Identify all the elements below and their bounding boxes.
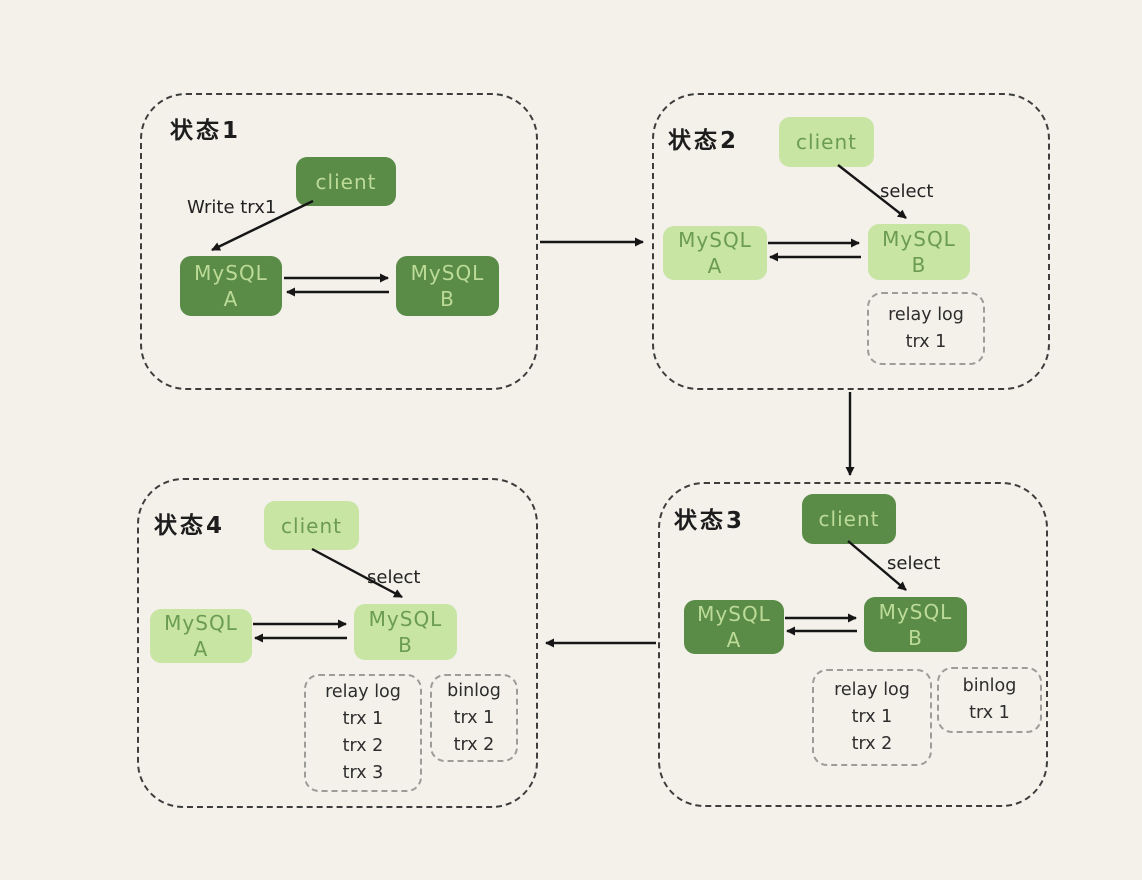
log-title: binlog	[447, 680, 501, 701]
mysql-a-line1: MySQL	[678, 228, 752, 252]
state3-mysql-a-node: MySQL A	[684, 600, 784, 654]
log-entry: trx 1	[453, 707, 495, 728]
mysql-a-line2: A	[193, 637, 209, 661]
state4-panel: 状态4 client select MySQL A MySQL B relay …	[137, 478, 538, 808]
state4-mysql-b-node: MySQL B	[354, 604, 457, 660]
state2-client-node: client	[779, 117, 874, 167]
mysql-b-line1: MySQL	[878, 599, 953, 624]
mysql-a-line1: MySQL	[194, 261, 268, 285]
mysql-b-line2: B	[398, 633, 413, 657]
state2-panel: 状态2 client select MySQL A MySQL B relay …	[652, 93, 1050, 390]
client-label: client	[281, 513, 342, 538]
log-entry: trx 1	[969, 703, 1010, 723]
state3-binlog-box: binlog trx 1	[937, 667, 1042, 733]
mysql-b-line1: MySQL	[410, 261, 485, 285]
mysql-b-line1: MySQL	[882, 227, 956, 251]
mysql-a-line2: A	[707, 254, 723, 278]
state4-title: 状态4	[154, 513, 226, 539]
log-entry: trx 3	[342, 763, 384, 783]
state3-action-label: select	[887, 553, 941, 574]
client-label: client	[818, 507, 880, 531]
state4-relay-log-box: relay log trx 1 trx 2 trx 3	[304, 674, 422, 792]
state2-mysql-a-node: MySQL A	[663, 226, 767, 280]
mysql-b-line2: B	[440, 287, 455, 311]
state1-action-label: Write trx1	[187, 197, 277, 218]
client-label: client	[796, 130, 857, 154]
state2-action-label: select	[880, 181, 934, 202]
log-entry: trx 2	[851, 734, 893, 754]
log-entry: trx 1	[851, 707, 893, 727]
log-entry: trx 1	[905, 331, 947, 352]
state4-mysql-a-node: MySQL A	[150, 609, 252, 663]
mysql-b-line2: B	[908, 625, 923, 650]
state4-action-label: select	[367, 567, 421, 588]
state1-title: 状态1	[170, 118, 242, 144]
log-title: relay log	[834, 680, 910, 700]
state1-mysql-b-node: MySQL B	[396, 256, 499, 316]
state3-panel: 状态3 client select MySQL A MySQL B relay …	[658, 482, 1048, 807]
state4-client-node: client	[264, 501, 359, 550]
log-entry: trx 1	[342, 709, 384, 729]
log-entry: trx 2	[453, 734, 495, 755]
state3-client-node: client	[802, 494, 896, 544]
mysql-b-line1: MySQL	[368, 607, 443, 631]
mysql-b-line2: B	[911, 253, 927, 277]
client-label: client	[315, 169, 377, 194]
log-entry: trx 2	[342, 736, 384, 756]
state2-relay-log-box: relay log trx 1	[867, 292, 985, 365]
state3-mysql-b-node: MySQL B	[864, 597, 967, 652]
state1-client-node: client	[296, 157, 396, 206]
log-title: binlog	[962, 676, 1017, 696]
state4-binlog-box: binlog trx 1 trx 2	[430, 674, 518, 762]
state1-mysql-a-node: MySQL A	[180, 256, 282, 316]
log-title: relay log	[325, 682, 401, 702]
state2-mysql-b-node: MySQL B	[868, 224, 970, 280]
state3-relay-log-box: relay log trx 1 trx 2	[812, 669, 932, 766]
state2-title: 状态2	[668, 128, 740, 154]
state3-title: 状态3	[674, 508, 746, 534]
mysql-a-line1: MySQL	[164, 611, 238, 635]
mysql-a-line1: MySQL	[697, 602, 771, 626]
log-title: relay log	[888, 304, 964, 325]
mysql-a-line2: A	[223, 287, 239, 311]
state1-panel: 状态1 client Write trx1 MySQL A MySQL B	[140, 93, 538, 390]
mysql-a-line2: A	[726, 628, 742, 652]
